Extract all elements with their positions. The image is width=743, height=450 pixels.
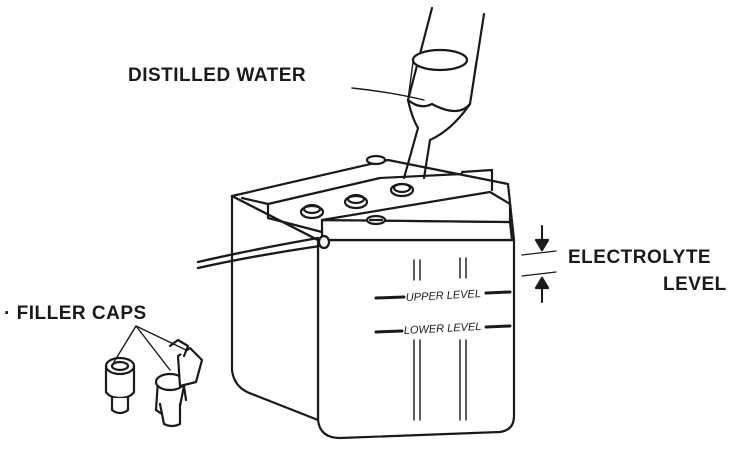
filler-caps-label: · FILLER CAPS [4, 303, 147, 324]
lower-level-mark: LOWER LEVEL [404, 321, 482, 337]
battery-cap-ports [299, 154, 415, 226]
battery-case [230, 158, 516, 440]
electrolyte-level-label: LEVEL [663, 274, 727, 295]
distilled-water-label: DISTILLED WATER [128, 65, 307, 86]
filler-caps [104, 325, 204, 428]
electrolyte-arrows [521, 225, 557, 303]
level-lines [374, 257, 512, 421]
electrolyte-label: ELECTROLYTE [568, 247, 712, 268]
water-dropper [402, 6, 486, 180]
vent-tube [196, 234, 331, 270]
water-pointer-line [351, 87, 425, 101]
upper-level-mark: UPPER LEVEL [406, 288, 482, 304]
